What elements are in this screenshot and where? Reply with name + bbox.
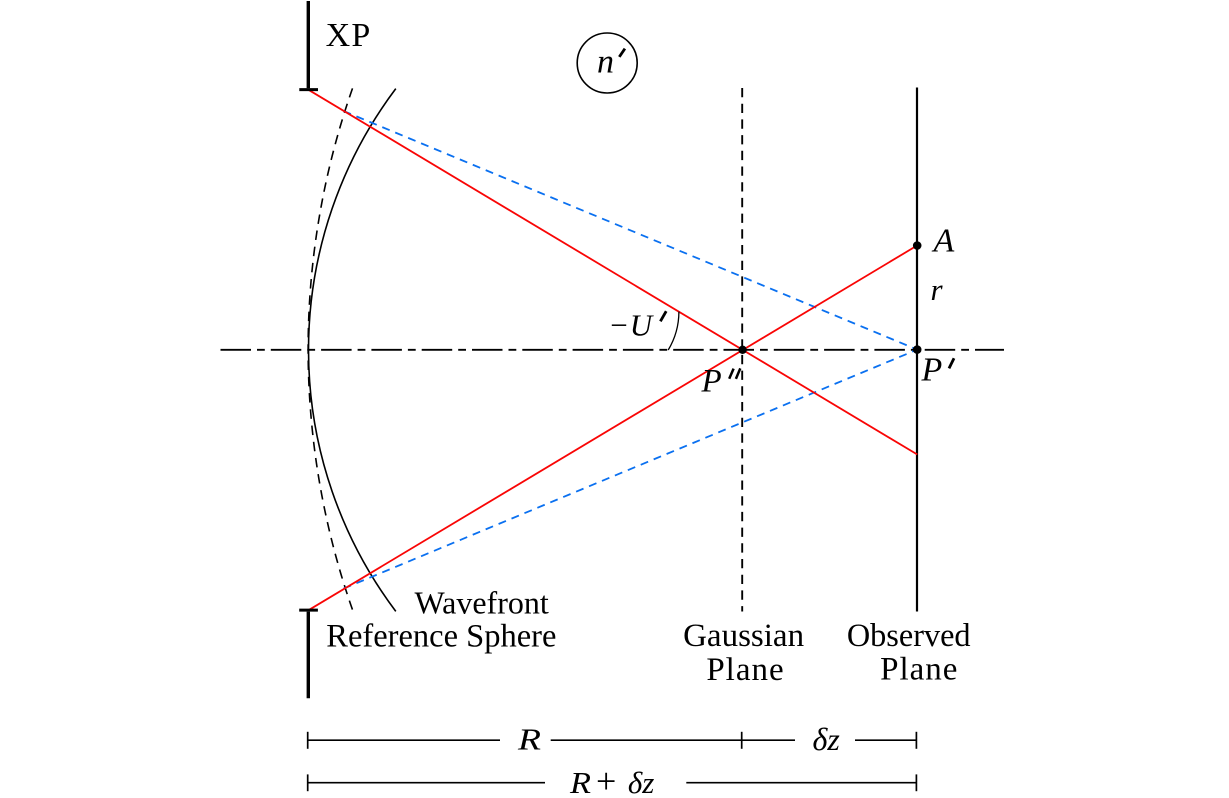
svg-text:Plane: Plane [706, 652, 784, 688]
svg-text:P: P [701, 364, 722, 400]
svg-text:Wavefront: Wavefront [415, 584, 549, 620]
svg-text:A: A [932, 222, 955, 259]
svg-text:Plane: Plane [880, 652, 958, 688]
svg-text:r: r [931, 272, 944, 307]
svg-text:P: P [921, 352, 943, 389]
svg-text:n: n [597, 43, 614, 80]
svg-text:Observed: Observed [847, 617, 971, 653]
svg-text:Gaussian: Gaussian [683, 618, 804, 654]
svg-text:R+δz: R+δz [569, 761, 654, 798]
svg-text:δz: δz [813, 721, 841, 757]
svg-text:Reference Sphere: Reference Sphere [326, 619, 556, 655]
svg-text:−U: −U [610, 308, 654, 343]
svg-text:R: R [517, 721, 541, 756]
svg-text:XP: XP [326, 17, 372, 54]
